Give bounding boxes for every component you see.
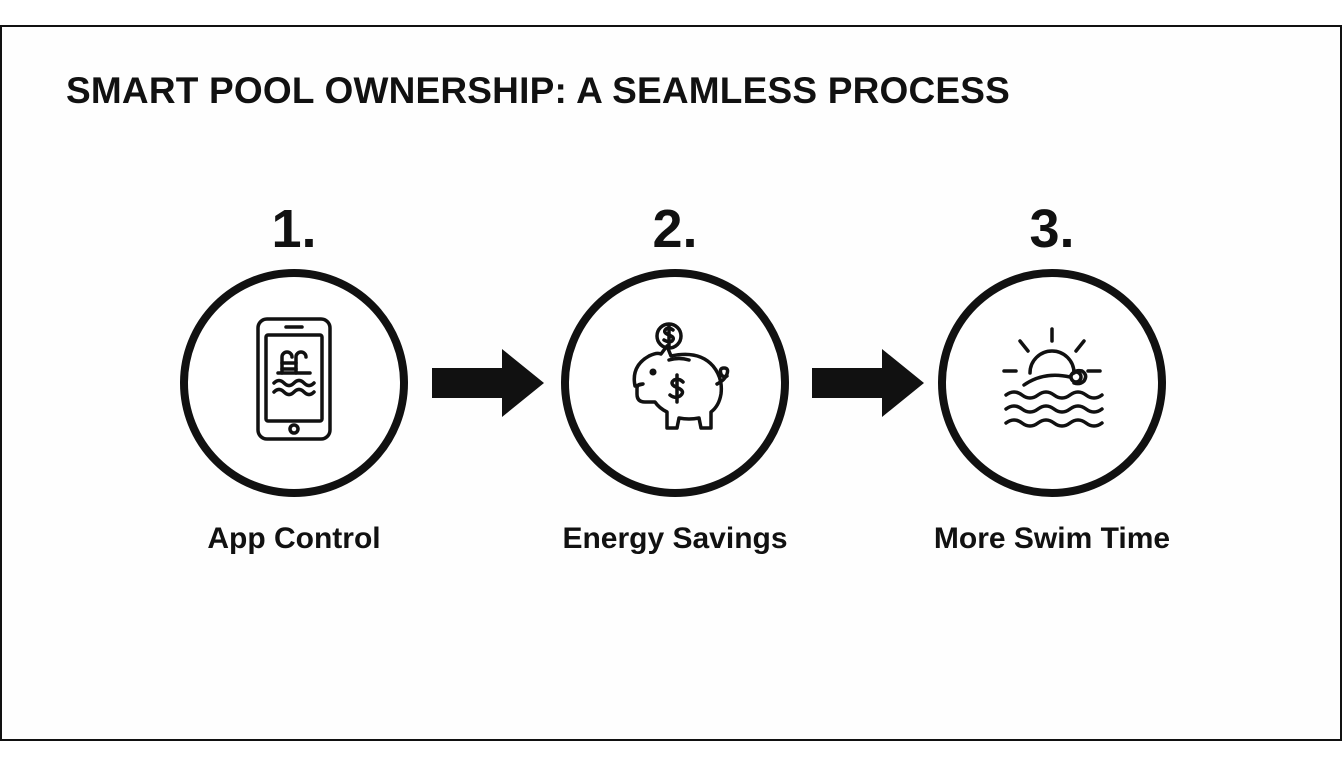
step-2-number: 2. bbox=[652, 199, 698, 259]
step-3: 3. More Swim Time bbox=[932, 0, 1172, 768]
swimmer-sunset-icon bbox=[1002, 327, 1104, 428]
step-1-label: App Control bbox=[207, 522, 381, 555]
step-2: 2. Energy Savings bbox=[555, 0, 795, 768]
step-3-circle bbox=[938, 269, 1166, 497]
step-1: 1. App Control bbox=[174, 0, 414, 768]
step-3-label: More Swim Time bbox=[933, 522, 1171, 555]
step-2-label: Energy Savings bbox=[562, 522, 788, 555]
step-2-circle bbox=[561, 269, 789, 497]
arrow-right-icon bbox=[812, 349, 924, 417]
step-1-circle bbox=[180, 269, 408, 497]
diagram-title: SMART POOL OWNERSHIP: A SEAMLESS PROCESS bbox=[66, 70, 1011, 111]
smartphone-pool-icon bbox=[256, 317, 332, 441]
arrow-right-icon bbox=[432, 349, 544, 417]
step-1-number: 1. bbox=[271, 199, 317, 259]
step-3-number: 3. bbox=[1029, 199, 1075, 259]
piggy-bank-dollar-icon bbox=[632, 322, 730, 430]
